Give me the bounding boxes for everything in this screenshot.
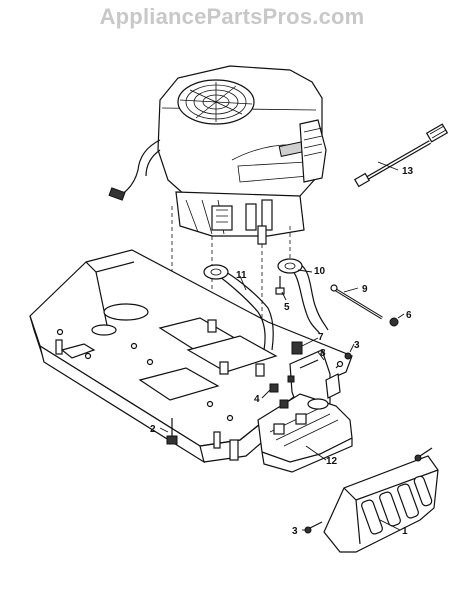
muffler-assembly[interactable]	[257, 393, 353, 473]
exhaust-gasket-left	[203, 264, 229, 280]
fitting-part-5[interactable]	[275, 276, 285, 295]
callout-5[interactable]: 5	[284, 302, 290, 313]
cable-part-13[interactable]	[353, 123, 449, 188]
bolt-part-4[interactable]	[269, 375, 295, 409]
callout-9[interactable]: 9	[362, 284, 368, 295]
callout-4[interactable]: 4	[254, 394, 260, 405]
callout-2[interactable]: 2	[150, 424, 156, 435]
clip-part-7[interactable]	[291, 341, 303, 355]
callout-10[interactable]: 10	[314, 266, 326, 277]
exhaust-pipe-right[interactable]	[277, 258, 329, 335]
deck-hole	[103, 303, 149, 321]
engine-assembly[interactable]	[108, 65, 327, 245]
callout-8[interactable]: 8	[320, 348, 326, 359]
screw-shield-right[interactable]	[414, 447, 433, 462]
callout-13[interactable]: 13	[402, 166, 414, 177]
engine-mount-bolts[interactable]	[207, 319, 265, 377]
rod-part-9[interactable]	[330, 284, 383, 320]
callout-1[interactable]: 1	[402, 526, 408, 537]
exhaust-gasket-right	[277, 258, 303, 274]
callout-3-lower[interactable]: 3	[292, 526, 298, 537]
bolt-part-2[interactable]	[166, 418, 178, 445]
heat-shield[interactable]	[323, 455, 439, 553]
screw-part-3-lower[interactable]	[304, 521, 323, 534]
callout-6[interactable]: 6	[406, 310, 412, 321]
callout-7[interactable]: 7	[318, 332, 324, 343]
watermark-logo: AppliancePartsPros.com	[99, 4, 365, 29]
callout-11[interactable]: 11	[236, 270, 247, 281]
bolt-part-3-upper[interactable]	[335, 352, 352, 369]
callout-3-upper[interactable]: 3	[354, 340, 360, 351]
exhaust-pipe-left[interactable]	[203, 264, 274, 351]
callout-12[interactable]: 12	[326, 456, 338, 467]
nut-part-6[interactable]	[389, 317, 399, 327]
